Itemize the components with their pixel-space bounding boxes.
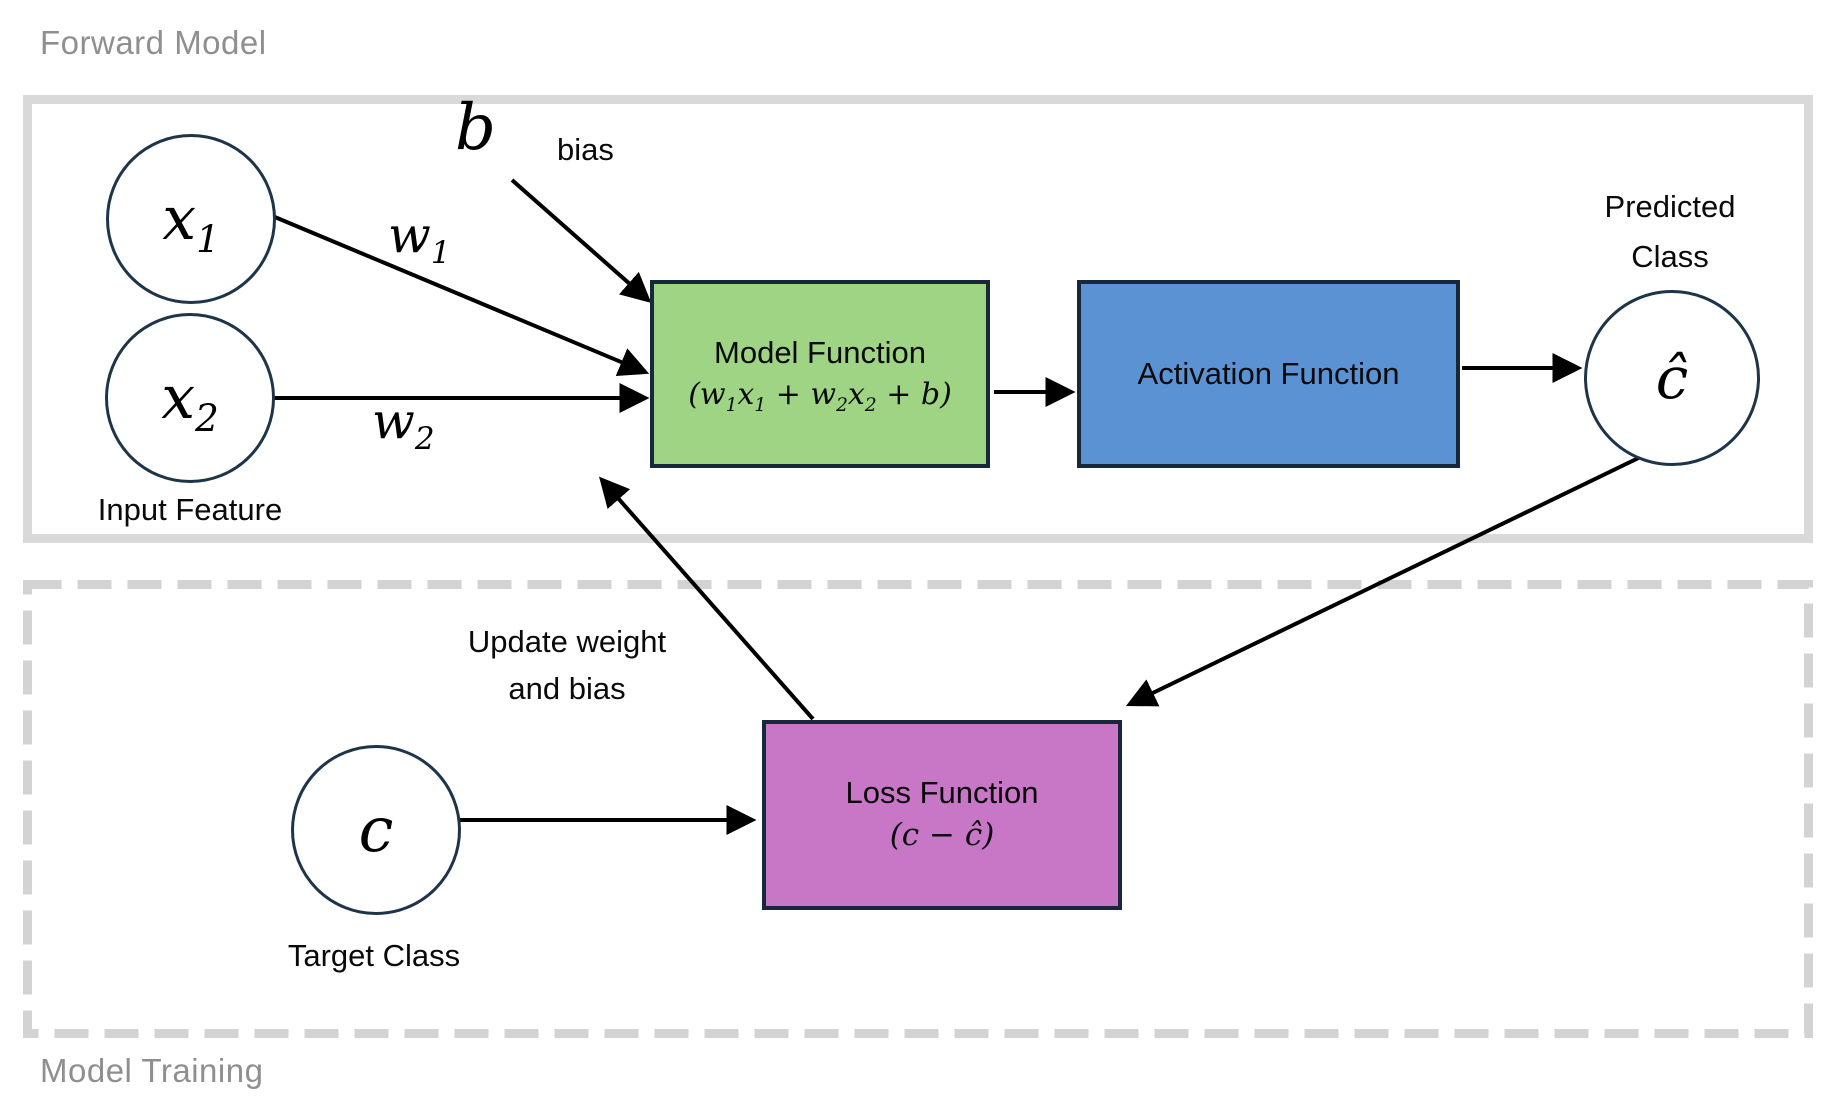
- loss-function-formula: (c − ĉ): [889, 817, 995, 854]
- model-function-title: Model Function: [714, 335, 926, 370]
- arrow-bias-to-model-function: [510, 178, 652, 303]
- bias-caption: bias: [557, 132, 614, 167]
- model-function-formula: (w1x1 + w2x2 + b): [688, 377, 952, 416]
- target-class-symbol: c: [358, 793, 394, 866]
- arrow-predicted-to-loss: [1125, 448, 1656, 707]
- activation-function-title: Activation Function: [1137, 356, 1400, 391]
- node-x1: x1: [106, 134, 276, 304]
- target-class-caption: Target Class: [287, 938, 461, 973]
- node-x2: x2: [105, 313, 275, 483]
- loss-function-title: Loss Function: [845, 775, 1039, 811]
- arrow-x1-to-model-function: [269, 213, 650, 376]
- predicted-class-caption: Predicted Class: [1604, 189, 1736, 274]
- w1-label: w1: [388, 206, 451, 271]
- model-function-box: Model Function (w1x1 + w2x2 + b): [650, 280, 990, 468]
- w2-label: w2: [372, 392, 435, 457]
- node-predicted-class: ĉ: [1584, 290, 1760, 466]
- node-target-class: c: [291, 745, 461, 915]
- training-region-border: [23, 580, 1813, 1038]
- forward-region-border: [23, 95, 1813, 543]
- input-feature-caption: Input Feature: [97, 492, 283, 527]
- bias-symbol: b: [455, 91, 496, 165]
- model-training-region-label: Model Training: [40, 1052, 264, 1089]
- arrow-loss-to-model-update: [599, 476, 815, 721]
- activation-function-box: Activation Function: [1077, 280, 1460, 468]
- forward-model-region-label: Forward Model: [40, 24, 267, 61]
- x1-symbol: x1: [162, 184, 220, 261]
- update-weight-bias-note: Update weight and bias: [467, 624, 667, 706]
- predicted-class-symbol: ĉ: [1655, 344, 1689, 412]
- x2-symbol: x2: [161, 363, 219, 440]
- loss-function-box: Loss Function (c − ĉ): [762, 720, 1122, 910]
